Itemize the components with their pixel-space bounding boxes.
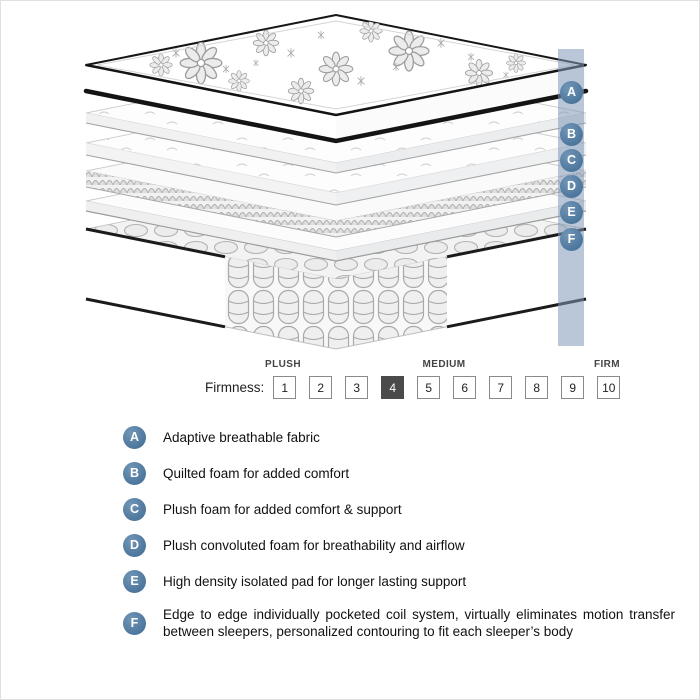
layer-a-fabric-top	[83, 14, 589, 144]
legend-text-f: Edge to edge individually pocketed coil …	[163, 607, 675, 639]
legend-text-c: Plush foam for added comfort & support	[163, 501, 402, 517]
firmness-level-9: 9	[561, 376, 585, 399]
legend-text-a: Adaptive breathable fabric	[163, 429, 320, 445]
layer-marker-e: E	[560, 201, 583, 224]
legend-key-b: B	[123, 462, 146, 485]
legend-row-f: F Edge to edge individually pocketed coi…	[123, 606, 675, 640]
layer-marker-f: F	[560, 228, 583, 251]
firmness-level-7: 7	[489, 376, 513, 399]
firmness-level-10: 10	[597, 376, 621, 399]
firmness-level-3: 3	[345, 376, 369, 399]
legend-row-c: C Plush foam for added comfort & support	[123, 498, 675, 521]
firmness-title: Firmness:	[205, 380, 265, 395]
firmness-level-5: 5	[417, 376, 441, 399]
firmness-levels: 1 2 3 4 5 6 7 8 9 10	[273, 376, 621, 399]
legend-key-d: D	[123, 534, 146, 557]
layer-marker-a: A	[560, 81, 583, 104]
mattress-illustration	[83, 14, 589, 350]
legend-row-d: D Plush convoluted foam for breathabilit…	[123, 534, 675, 557]
legend-key-e: E	[123, 570, 146, 593]
firmness-level-2: 2	[309, 376, 333, 399]
medium-label: MEDIUM	[422, 359, 466, 370]
legend-key-c: C	[123, 498, 146, 521]
plush-label: PLUSH	[265, 359, 301, 370]
layer-marker-b: B	[560, 123, 583, 146]
legend-key-a: A	[123, 426, 146, 449]
firm-label: FIRM	[593, 359, 621, 370]
legend-text-b: Quilted foam for added comfort	[163, 465, 350, 481]
legend-text-e: High density isolated pad for longer las…	[163, 573, 467, 589]
firmness-level-4-selected: 4	[381, 376, 405, 399]
layer-marker-d: D	[560, 175, 583, 198]
legend-key-f: F	[123, 611, 146, 635]
layer-legend: A Adaptive breathable fabric B Quilted f…	[123, 426, 675, 640]
layer-marker-c: C	[560, 149, 583, 172]
legend-row-a: A Adaptive breathable fabric	[123, 426, 675, 449]
firmness-level-8: 8	[525, 376, 549, 399]
firmness-level-1: 1	[273, 376, 297, 399]
firmness-scale: PLUSH MEDIUM FIRM Firmness: 1 2 3 4 5 6 …	[1, 359, 699, 409]
firmness-level-6: 6	[453, 376, 477, 399]
legend-row-b: B Quilted foam for added comfort	[123, 462, 675, 485]
legend-row-e: E High density isolated pad for longer l…	[123, 570, 675, 593]
legend-text-d: Plush convoluted foam for breathability …	[163, 537, 465, 553]
